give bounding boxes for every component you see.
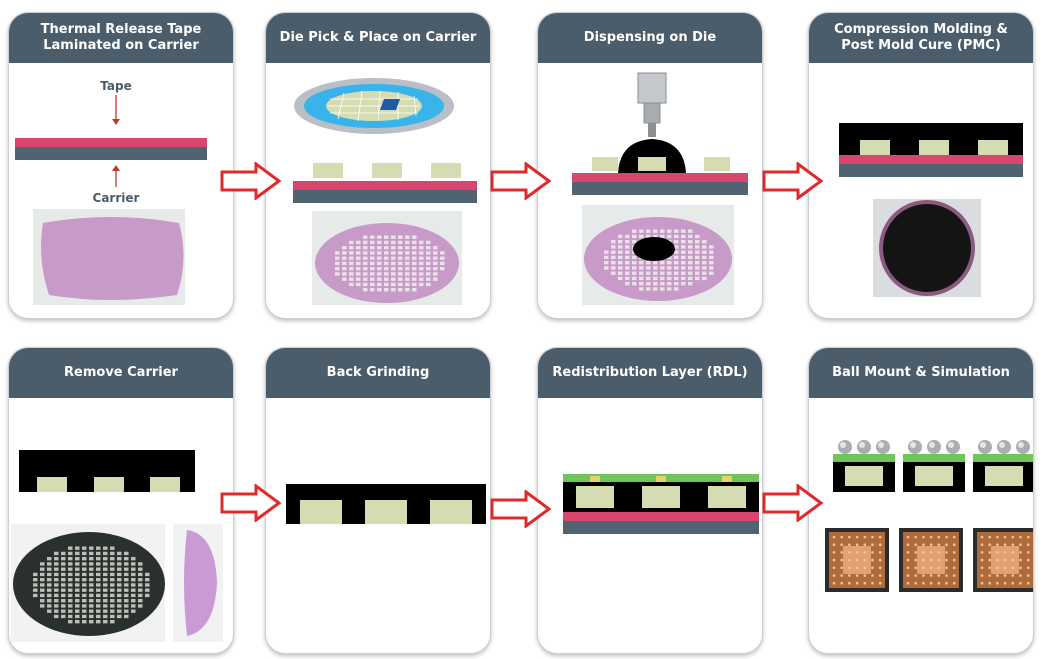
tape-layer bbox=[839, 155, 1023, 164]
step-title: Dispensing on Die bbox=[538, 13, 762, 63]
die bbox=[860, 140, 890, 155]
die bbox=[430, 500, 472, 524]
carrier-layer bbox=[15, 147, 207, 160]
step-title: Die Pick & Place on Carrier bbox=[266, 13, 490, 63]
die bbox=[638, 157, 666, 171]
step-title-line-1: Die Pick & Place on Carrier bbox=[279, 30, 477, 45]
tape-layer bbox=[572, 173, 748, 182]
step-card-ball-mount: Ball Mount & Simulation bbox=[808, 347, 1034, 654]
step-title: Back Grinding bbox=[266, 348, 490, 398]
carrier-layer bbox=[572, 182, 748, 195]
package-substrate-photos bbox=[825, 528, 1033, 592]
step-title-line-1: Thermal Release Tape bbox=[40, 22, 202, 37]
step-title: Remove Carrier bbox=[9, 348, 233, 398]
step-title-line-1: Back Grinding bbox=[326, 365, 430, 380]
step-title-line-1: Redistribution Layer (RDL) bbox=[552, 365, 748, 380]
ball-mount-illustration bbox=[825, 440, 1033, 592]
step-card-redistribution-layer: Redistribution Layer (RDL) bbox=[537, 347, 763, 654]
step-card-thermal-release-tape: Thermal Release Tape Laminated on Carrie… bbox=[8, 12, 234, 319]
carrier-layer bbox=[839, 164, 1023, 177]
die bbox=[372, 163, 402, 178]
die bbox=[300, 500, 342, 524]
die bbox=[919, 140, 949, 155]
tape-label: Tape bbox=[100, 79, 131, 93]
step-title-line-1: Ball Mount & Simulation bbox=[832, 365, 1010, 380]
rdl-illustration bbox=[563, 474, 759, 534]
tape-on-carrier-illustration: Tape Carrier bbox=[15, 79, 207, 305]
step-card-compression-molding: Compression Molding & Post Mold Cure (PM… bbox=[808, 12, 1034, 319]
dispensing-illustration bbox=[572, 72, 748, 305]
flow-arrow-icon bbox=[220, 162, 282, 200]
step-title-line-1: Remove Carrier bbox=[64, 365, 178, 380]
die-grid bbox=[33, 546, 150, 624]
die bbox=[150, 477, 180, 492]
step-card-dispensing-on-die: Dispensing on Die bbox=[537, 12, 763, 319]
die bbox=[708, 486, 746, 508]
die bbox=[313, 163, 343, 178]
dispenser-nozzle bbox=[637, 72, 667, 104]
step-title-line-1: Compression Molding & bbox=[834, 22, 1008, 37]
carrier-label: Carrier bbox=[93, 191, 140, 205]
die bbox=[704, 157, 730, 171]
die bbox=[431, 163, 461, 178]
carrier-layer bbox=[293, 190, 477, 203]
remove-carrier-illustration bbox=[11, 450, 223, 642]
die-grid bbox=[335, 235, 445, 292]
carrier-layer bbox=[563, 521, 759, 534]
flow-arrow-icon bbox=[220, 484, 282, 522]
die bbox=[576, 486, 614, 508]
step-title: Ball Mount & Simulation bbox=[809, 348, 1033, 398]
step-card-back-grinding: Back Grinding bbox=[265, 347, 491, 654]
die bbox=[365, 500, 407, 524]
dispensed-compound bbox=[618, 139, 686, 173]
flow-arrow-icon bbox=[762, 484, 824, 522]
flow-arrow-icon bbox=[762, 162, 824, 200]
tape-layer bbox=[15, 138, 207, 147]
step-card-die-pick-place: Die Pick & Place on Carrier bbox=[265, 12, 491, 319]
step-card-remove-carrier: Remove Carrier bbox=[8, 347, 234, 654]
step-title: Redistribution Layer (RDL) bbox=[538, 348, 762, 398]
step-title-line-2: Laminated on Carrier bbox=[43, 38, 199, 53]
back-grinding-illustration bbox=[286, 484, 486, 524]
released-carrier-photo bbox=[184, 530, 217, 636]
step-title-line-2: Post Mold Cure (PMC) bbox=[841, 38, 1001, 53]
molding-illustration bbox=[839, 123, 1023, 297]
die-placement-illustration bbox=[293, 78, 477, 305]
die bbox=[37, 477, 67, 492]
step-title-line-1: Dispensing on Die bbox=[583, 30, 717, 45]
flow-arrow-icon bbox=[490, 162, 552, 200]
die bbox=[642, 486, 680, 508]
die bbox=[978, 140, 1008, 155]
singulated-packages bbox=[833, 440, 1033, 492]
flow-arrow-icon bbox=[490, 490, 552, 528]
die bbox=[592, 157, 618, 171]
step-title: Compression Molding & Post Mold Cure (PM… bbox=[809, 13, 1033, 63]
step-title: Thermal Release Tape Laminated on Carrie… bbox=[9, 13, 233, 63]
tape-layer bbox=[563, 512, 759, 521]
die bbox=[94, 477, 124, 492]
taped-wafer-photo bbox=[41, 217, 184, 300]
tape-layer bbox=[293, 181, 477, 190]
